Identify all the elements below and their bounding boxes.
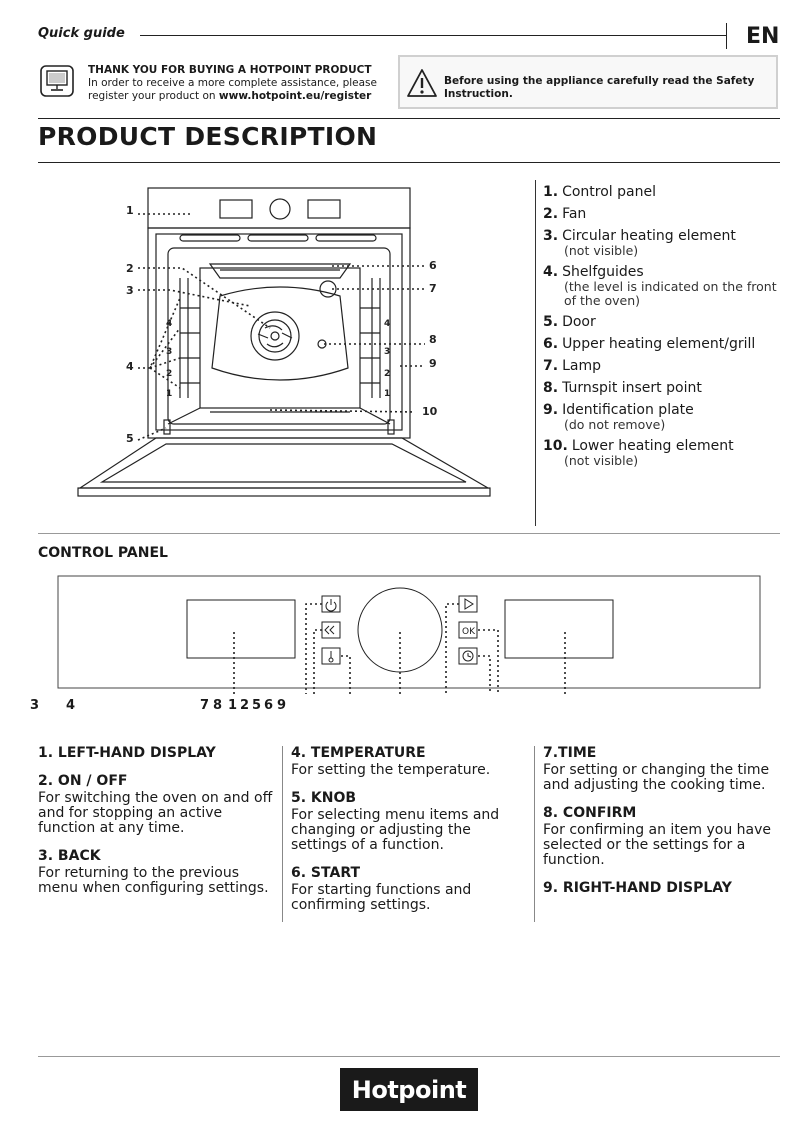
back-chevron-icon (324, 625, 335, 635)
list-item: 4.Shelfguides(the level is indicated on … (543, 264, 777, 308)
list-item: 10.Lower heating element(not visible) (543, 438, 734, 468)
panel-callout-1: 1 (228, 698, 238, 713)
shelf-level-left: 2 (166, 369, 172, 379)
thanks-heading: THANK YOU FOR BUYING A HOTPOINT PRODUCT (88, 64, 372, 76)
section-rule (38, 162, 780, 163)
control-knob (357, 587, 443, 673)
control-panel-title: CONTROL PANEL (38, 545, 168, 561)
callout-10: 10 (422, 405, 438, 418)
section-rule (38, 533, 780, 534)
callout-7: 7 (429, 282, 437, 295)
oven-diagram: 4 3 2 1 4 3 2 1 1 2 3 4 5 6 7 8 9 10 (77, 187, 491, 497)
column-divider (535, 180, 536, 526)
section-text: For setting the temperature. (291, 762, 491, 778)
list-item: 5.Door (543, 314, 596, 330)
callout-9: 9 (429, 357, 437, 370)
shelf-level-right: 2 (384, 369, 390, 379)
description-column-3: 7.TIME For setting or changing the time … (543, 745, 781, 898)
section-heading: 2. ON / OFF (38, 773, 128, 789)
description-column-2: 4. TEMPERATURE For setting the temperatu… (291, 745, 529, 925)
page-title: PRODUCT DESCRIPTION (38, 122, 378, 151)
list-item: 2.Fan (543, 206, 587, 222)
time-button (458, 647, 478, 665)
brand-logo: Hotpoint (340, 1068, 478, 1111)
callout-8: 8 (429, 333, 437, 346)
start-button (458, 595, 478, 613)
warning-icon (407, 69, 437, 97)
shelf-level-right: 1 (384, 389, 390, 399)
play-icon (464, 598, 474, 610)
parts-list: 1.Control panel 2.Fan 3.Circular heating… (543, 184, 788, 474)
shelf-level-left: 3 (166, 347, 172, 357)
quick-guide-label: Quick guide (38, 26, 125, 41)
ok-label: OK (462, 627, 476, 637)
callout-2: 2 (126, 262, 134, 275)
list-item: 6.Upper heating element/grill (543, 336, 756, 352)
safety-notice-text: Before using the appliance carefully rea… (444, 75, 755, 100)
footer-rule (38, 1056, 780, 1057)
safety-notice-box (398, 55, 778, 109)
panel-callout-4: 4 (66, 698, 76, 713)
shelf-level-left: 1 (166, 389, 172, 399)
section-text: For returning to the previous menu when … (38, 865, 269, 896)
panel-callout-3: 3 (30, 698, 40, 713)
section-heading: 5. KNOB (291, 790, 357, 806)
callout-1: 1 (126, 204, 134, 217)
panel-callout-2: 2 (240, 698, 250, 713)
section-heading: 4. TEMPERATURE (291, 745, 426, 761)
control-panel-diagram: OK (57, 575, 761, 694)
callout-5: 5 (126, 432, 134, 445)
right-display (504, 599, 614, 659)
section-rule (38, 118, 780, 119)
section-heading: 6. START (291, 865, 361, 881)
thermometer-icon (328, 651, 334, 663)
column-divider (282, 746, 283, 922)
section-text: For selecting menu items and changing or… (291, 807, 500, 853)
computer-icon (40, 65, 74, 97)
callout-3: 3 (126, 284, 134, 297)
section-text: For starting functions and confirming se… (291, 882, 472, 913)
header-divider (726, 23, 727, 49)
section-heading: 8. CONFIRM (543, 805, 637, 821)
section-heading: 3. BACK (38, 848, 101, 864)
confirm-button (458, 621, 478, 639)
clock-icon (462, 650, 474, 662)
callout-6: 6 (429, 259, 437, 272)
section-heading: 1. LEFT-HAND DISPLAY (38, 745, 216, 761)
left-display (186, 599, 296, 659)
shelf-level-right: 4 (384, 319, 390, 329)
section-text: For setting or changing the time and adj… (543, 762, 770, 793)
section-text: For confirming an item you have selected… (543, 822, 772, 868)
thanks-block: THANK YOU FOR BUYING A HOTPOINT PRODUCT … (88, 64, 388, 103)
panel-callout-5: 5 (252, 698, 262, 713)
description-column-1: 1. LEFT-HAND DISPLAY 2. ON / OFF For swi… (38, 745, 276, 908)
section-heading: 7.TIME (543, 745, 597, 761)
section-heading: 9. RIGHT-HAND DISPLAY (543, 880, 732, 896)
callout-4: 4 (126, 360, 134, 373)
panel-callout-9: 9 (277, 698, 287, 713)
thanks-line2: register your product on (88, 90, 219, 102)
list-item: 1.Control panel (543, 184, 656, 200)
header-rule (140, 35, 726, 36)
power-icon (325, 599, 337, 612)
column-divider (534, 746, 535, 922)
list-item: 7.Lamp (543, 358, 601, 374)
shelf-level-right: 3 (384, 347, 390, 357)
list-item: 9.Identification plate(do not remove) (543, 402, 694, 432)
panel-callout-8: 8 (213, 698, 223, 713)
panel-callout-7: 7 (200, 698, 210, 713)
list-item: 3.Circular heating element(not visible) (543, 228, 736, 258)
thanks-line1: In order to receive a more complete assi… (88, 77, 377, 89)
shelf-level-left: 4 (166, 319, 172, 329)
temperature-button (321, 647, 341, 665)
list-item: 8.Turnspit insert point (543, 380, 702, 396)
section-text: For switching the oven on and off and fo… (38, 790, 273, 836)
register-link[interactable]: www.hotpoint.eu/register (218, 90, 372, 102)
language-code: EN (746, 24, 780, 49)
panel-callout-6: 6 (264, 698, 274, 713)
